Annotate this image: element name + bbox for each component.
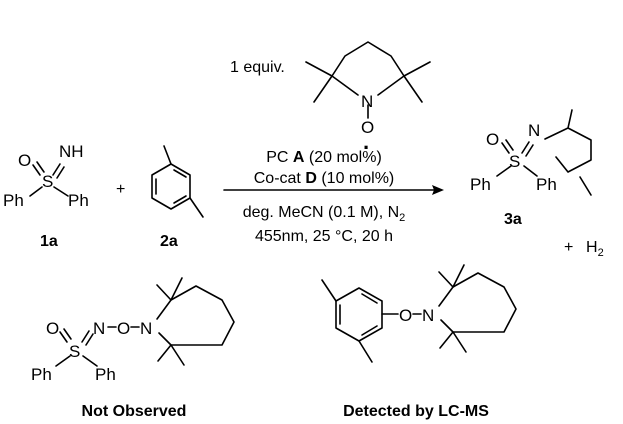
xylene-methyls	[163, 145, 204, 218]
sulfoximine-nh: NH	[59, 142, 84, 161]
reaction-arrow-head	[432, 185, 444, 195]
condition-line-2: Co-cat D (10 mol%)	[254, 170, 395, 187]
sulfoximine-oxygen: O	[18, 151, 31, 170]
detected-bridging-oxygen: O	[399, 306, 412, 325]
adduct-bridging-oxygen: O	[117, 319, 130, 338]
adduct-s-ph-bonds	[55, 355, 98, 367]
product-s-o-double-bond	[501, 139, 514, 154]
detected-aryl-inner	[339, 293, 378, 336]
adduct-oxygen-top: O	[46, 319, 59, 338]
adduct-piperidine-ring	[156, 285, 235, 346]
product-sulfur: S	[509, 152, 520, 171]
tempo-nitrogen: N	[361, 92, 373, 111]
adduct-phenyl-left: Ph	[31, 365, 52, 384]
adduct-s-n-double-bond	[81, 330, 94, 346]
byproduct-hydrogen: H2	[586, 239, 604, 259]
compound-1a-structure: O NH S Ph Ph	[3, 142, 89, 210]
compound-2a-label: 2a	[160, 233, 178, 250]
product-oxygen: O	[486, 130, 499, 149]
detected-methyls	[438, 264, 467, 353]
adduct-piperidine-nitrogen: N	[140, 319, 152, 338]
product-phenyl-left: Ph	[470, 175, 491, 194]
sulfoximine-sulfur: S	[42, 172, 53, 191]
detected-adduct: O N	[321, 264, 517, 363]
phenyl-left: Ph	[3, 191, 24, 210]
tempo-ring-bonds	[331, 41, 405, 96]
tempo-reagent: 1 equiv. N O ·	[230, 41, 431, 160]
product-nitrogen: N	[528, 121, 540, 140]
condition-line-1: PC A (20 mol%)	[266, 149, 382, 166]
adduct-methyls	[156, 277, 185, 366]
tempo-oxygen: O	[361, 118, 374, 137]
detected-piperidine-ring	[438, 272, 517, 333]
compound-3a-label: 3a	[504, 211, 522, 228]
adduct-sulfur: S	[69, 342, 80, 361]
detected-aryl-substituents	[321, 279, 422, 363]
phenyl-right: Ph	[68, 191, 89, 210]
not-observed-adduct: O N O N S Ph Ph	[31, 277, 235, 384]
caption-not-observed: Not Observed	[82, 403, 187, 420]
reagent-amount: 1 equiv.	[230, 59, 285, 76]
adduct-nitrogen: N	[93, 319, 105, 338]
compound-2a-structure	[151, 145, 204, 218]
tempo-methyl-bonds	[305, 61, 431, 119]
product-s-ph-bonds	[496, 165, 538, 177]
s-o-double-bond	[32, 161, 45, 176]
byproduct-plus: +	[564, 239, 573, 256]
xylene-ring	[151, 163, 191, 210]
compound-1a-label: 1a	[40, 233, 58, 250]
detected-piperidine-nitrogen: N	[422, 306, 434, 325]
condition-line-3: deg. MeCN (0.1 M), N2	[243, 204, 406, 224]
s-ph-bonds	[29, 186, 69, 197]
product-aryl-ring	[544, 109, 592, 196]
adduct-s-o-double-bond	[59, 328, 72, 343]
xylene-aromatic-inner	[155, 169, 187, 204]
tempo-radical-dot: ·	[363, 135, 370, 160]
s-n-double-bond	[52, 163, 65, 179]
compound-3a-structure: O N S Ph Ph	[470, 109, 592, 196]
detected-aryl-ring	[335, 287, 383, 342]
condition-line-4: 455nm, 25 °C, 20 h	[255, 228, 393, 245]
adduct-phenyl-right: Ph	[95, 365, 116, 384]
product-s-n-double-bond	[521, 141, 534, 157]
caption-detected: Detected by LC-MS	[343, 403, 489, 420]
product-phenyl-right: Ph	[536, 175, 557, 194]
plus-sign: +	[116, 181, 125, 198]
